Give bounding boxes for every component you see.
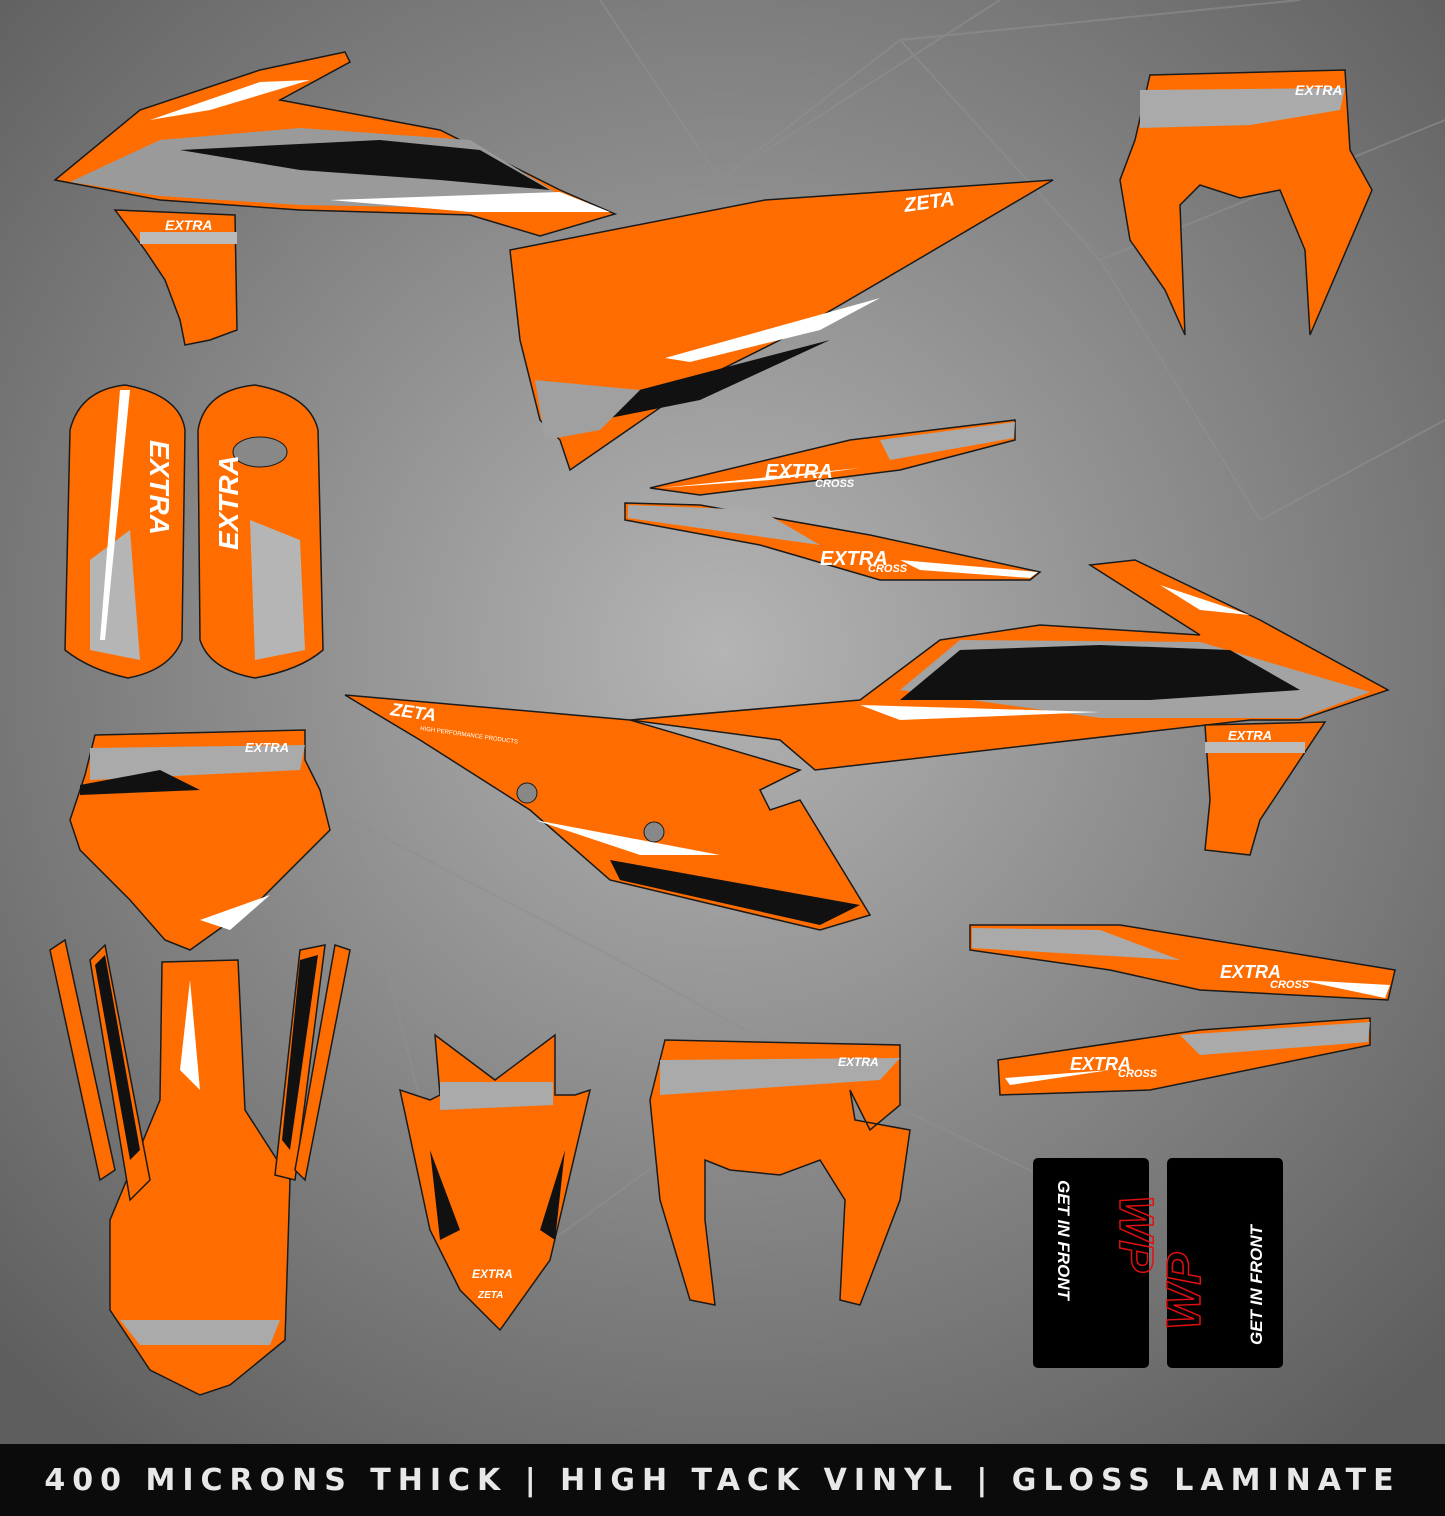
side-panel-upper: ZETA bbox=[509, 179, 1054, 472]
headlight-mask-upper: EXTRA bbox=[1119, 69, 1373, 336]
fork-guard-right: EXTRA bbox=[197, 384, 324, 679]
cross-logo: CROSS bbox=[815, 478, 855, 490]
extra-logo: EXTRA bbox=[472, 1267, 513, 1281]
front-fender: EXTRA ZETA bbox=[398, 1033, 592, 1332]
extra-logo: EXTRA bbox=[1220, 962, 1281, 982]
wp-logo: WP bbox=[1109, 1195, 1162, 1273]
spec-text: 400 MICRONS THICK | HIGH TACK VINYL | GL… bbox=[44, 1462, 1401, 1498]
rear-fender bbox=[49, 938, 351, 1396]
wp-logo: WP bbox=[1158, 1252, 1211, 1330]
zeta-logo: ZETA bbox=[477, 1290, 503, 1301]
extra-logo: EXTRA bbox=[245, 740, 289, 755]
wp-fork-sticker-right: GET IN FRONT WP bbox=[1157, 1158, 1283, 1368]
extra-logo: EXTRA bbox=[820, 548, 888, 570]
cross-logo: CROSS bbox=[868, 563, 908, 575]
cross-logo: CROSS bbox=[1118, 1068, 1158, 1080]
swingarm-decal-right-b: EXTRA CROSS bbox=[997, 1017, 1371, 1096]
extra-logo: EXTRA bbox=[765, 461, 833, 483]
radiator-scoop-right: EXTRA bbox=[1204, 721, 1327, 856]
extra-logo: EXTRA bbox=[1295, 82, 1342, 98]
swingarm-decal-right-a: EXTRA CROSS bbox=[969, 924, 1396, 1001]
get-in-front-text: GET IN FRONT bbox=[1247, 1223, 1266, 1345]
extra-logo: EXTRA bbox=[838, 1055, 879, 1069]
shroud-right bbox=[629, 559, 1390, 771]
extra-logo: EXTRA bbox=[1228, 728, 1272, 743]
extra-logo: EXTRA bbox=[1070, 1054, 1131, 1074]
spec-footer-bar: 400 MICRONS THICK | HIGH TACK VINYL | GL… bbox=[0, 1444, 1445, 1516]
cross-logo: CROSS bbox=[1270, 979, 1310, 991]
shroud-left bbox=[53, 51, 618, 237]
get-in-front-text: GET IN FRONT bbox=[1054, 1180, 1073, 1302]
front-number-plate: EXTRA bbox=[69, 729, 331, 951]
graphics-kit-preview: EXTRA ZETA EXTRA EXTRA EXTRA EXTRA CROSS bbox=[0, 0, 1445, 1444]
side-panel-lower: ZETA HIGH PERFORMANCE PRODUCTS bbox=[344, 694, 872, 931]
extra-logo: EXTRA bbox=[213, 455, 244, 550]
headlight-mask-lower: EXTRA bbox=[649, 1039, 911, 1306]
swingarm-decal-left-a: EXTRA CROSS bbox=[649, 419, 1016, 496]
radiator-scoop-left: EXTRA bbox=[113, 209, 238, 346]
swingarm-decal-left-b: EXTRA CROSS bbox=[624, 502, 1042, 581]
fork-guard-left: EXTRA bbox=[64, 384, 186, 679]
background-lines bbox=[349, 0, 1445, 1302]
wp-fork-sticker-left: GET IN FRONT WP bbox=[1033, 1158, 1163, 1368]
extra-logo: EXTRA bbox=[144, 440, 175, 535]
extra-logo: EXTRA bbox=[165, 217, 212, 233]
